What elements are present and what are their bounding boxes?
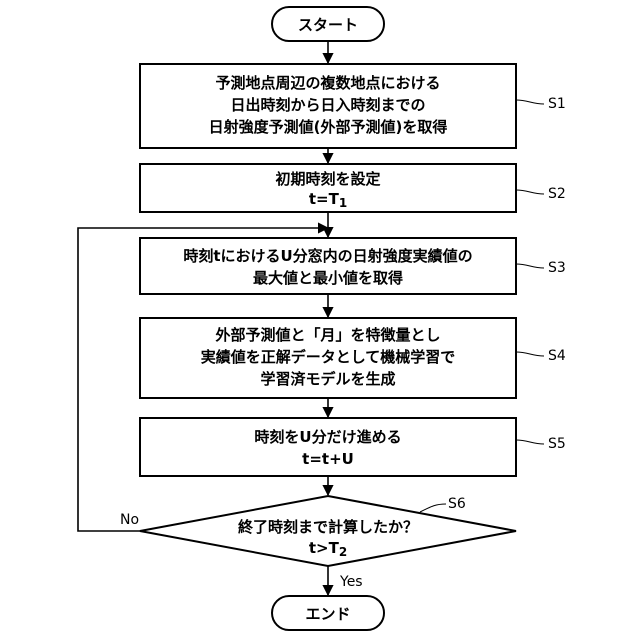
s5-formula: t=t+U [302, 450, 354, 468]
no-label: No [120, 512, 139, 528]
s2-label: S2 [548, 186, 566, 202]
start-terminal: スタート [272, 7, 384, 41]
step-s4-box: 外部予測値と「月」を特徴量とし 実績値を正解データとして機械学習で 学習済モデル… [140, 318, 516, 398]
start-label: スタート [298, 16, 358, 34]
step-s2-box: 初期時刻を設定 t=T1 [140, 164, 516, 212]
s2-leader [516, 190, 544, 194]
s4-label: S4 [548, 348, 566, 364]
s2-formula-prefix: t=T [309, 190, 340, 208]
s1-line-1: 予測地点周辺の複数地点における [215, 74, 440, 92]
s6-formula-sub: 2 [339, 545, 347, 559]
s1-label: S1 [548, 96, 566, 112]
s6-question: 終了時刻まで計算したか？ [238, 518, 418, 536]
s6-label: S6 [448, 496, 466, 512]
s3-line-2: 最大値と最小値を取得 [253, 269, 403, 287]
s6-formula-prefix: t>T [309, 539, 340, 557]
s4-leader [516, 352, 544, 356]
s5-line-1: 時刻をU分だけ進める [254, 428, 401, 446]
step-s5-box: 時刻をU分だけ進める t=t+U [140, 418, 516, 476]
s2-formula-sub: 1 [339, 196, 347, 210]
end-label: エンド [305, 605, 350, 623]
s3-label: S3 [548, 260, 566, 276]
s1-line-3: 日射強度予測値(外部予測値)を取得 [209, 118, 448, 136]
s4-line-3: 学習済モデルを生成 [260, 370, 395, 388]
step-s1-box: 予測地点周辺の複数地点における 日出時刻から日入時刻までの 日射強度予測値(外部… [140, 64, 516, 148]
s6-leader [420, 504, 446, 512]
yes-label: Yes [339, 574, 363, 590]
s1-leader [516, 100, 544, 104]
s1-line-2: 日出時刻から日入時刻までの [230, 96, 425, 114]
s4-line-1: 外部予測値と「月」を特徴量とし [214, 326, 440, 344]
end-terminal: エンド [272, 596, 384, 630]
s5-label: S5 [548, 436, 566, 452]
s3-line-1: 時刻tにおけるU分窓内の日射強度実績値の [183, 247, 472, 265]
s4-line-2: 実績値を正解データとして機械学習で [201, 348, 456, 366]
s3-leader [516, 264, 544, 268]
step-s3-box: 時刻tにおけるU分窓内の日射強度実績値の 最大値と最小値を取得 [140, 238, 516, 294]
s2-line-1: 初期時刻を設定 [275, 170, 380, 188]
s5-leader [516, 440, 544, 444]
